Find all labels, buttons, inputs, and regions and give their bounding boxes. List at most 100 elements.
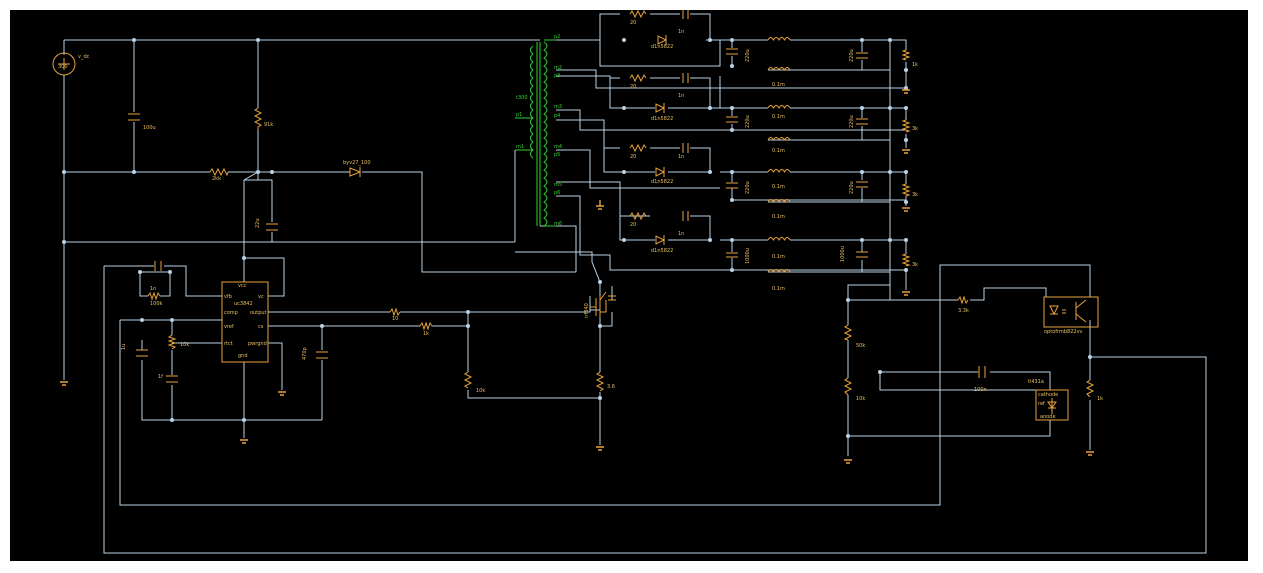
ic-uc3842[interactable]	[221, 281, 269, 363]
inductor-2[interactable]	[767, 67, 791, 72]
inductor-5[interactable]	[767, 169, 791, 174]
snubber-resistor-2[interactable]	[629, 73, 647, 83]
xfmr-pin-p6: p6	[554, 190, 560, 196]
xfmr-pin-p4: p4	[554, 113, 560, 119]
inductor-8[interactable]	[767, 269, 791, 274]
resistor-cs-filter[interactable]	[419, 321, 433, 331]
r-load-label-1: 1k	[912, 62, 918, 68]
r-div-bot-label: 10k	[856, 396, 865, 402]
capacitor-out-1[interactable]	[726, 48, 738, 55]
capacitor-cs[interactable]	[316, 351, 328, 359]
diode-out-3[interactable]	[655, 167, 666, 177]
resistor-opto[interactable]	[957, 295, 969, 305]
resistor-div-top[interactable]	[843, 324, 853, 341]
c-out-label-7: 220u	[849, 181, 855, 194]
snubber-resistor-4[interactable]	[629, 211, 647, 221]
tl-ref: ref	[1038, 401, 1045, 407]
snubber-capacitor-3[interactable]	[682, 143, 689, 153]
capacitor-bulk[interactable]	[128, 113, 140, 121]
schematic-canvas[interactable]: v_dc 300 100u 91k 2kk byv27_100 22u vcc …	[10, 10, 1248, 561]
r-bias-label: 2kk	[212, 176, 221, 182]
xfmr-pin-p2: p2	[554, 34, 560, 40]
xfmr-name: t300	[516, 95, 528, 101]
l-out-label-2: 0.1m	[772, 114, 785, 120]
capacitor-tl[interactable]	[978, 366, 986, 378]
mosfet[interactable]	[590, 291, 616, 318]
schematic-svg: v_dc 300 100u 91k 2kk byv27_100 22u vcc …	[52, 10, 1207, 554]
resistor-load-2[interactable]	[901, 119, 911, 133]
capacitor-comp[interactable]	[154, 261, 162, 271]
resistor-bias[interactable]	[209, 167, 229, 177]
capacitor-out-4[interactable]	[726, 252, 738, 258]
snub-r-label-3: 20	[630, 154, 636, 160]
diode-out-2[interactable]	[655, 103, 666, 113]
capacitor-vref[interactable]	[136, 349, 148, 357]
l-out-label-4: 0.1m	[772, 184, 785, 190]
inductor-7[interactable]	[767, 237, 791, 242]
r-sense-label: 3.6	[607, 384, 615, 390]
capacitor-out-2[interactable]	[726, 116, 738, 123]
diode-out-4[interactable]	[655, 235, 666, 245]
c-comp-label: 1n	[150, 286, 156, 292]
snub-r-label-1: 20	[630, 20, 636, 26]
optocoupler[interactable]	[1043, 296, 1099, 328]
resistor-load-1[interactable]	[901, 49, 911, 61]
snubber-resistor-1[interactable]	[629, 10, 647, 19]
c-tl-label: 100n	[974, 387, 987, 393]
tl-cathode: cathode	[1038, 392, 1058, 398]
snubber-capacitor-1[interactable]	[682, 10, 689, 19]
c-out-label-5: 220u	[849, 49, 855, 62]
capacitor-out-8[interactable]	[856, 251, 868, 258]
l-out-label-7: 0.1m	[772, 286, 785, 292]
snubber-capacitor-2[interactable]	[682, 73, 689, 83]
c-vref-label: 1u	[121, 344, 127, 350]
xfmr-pin-p3: p3	[554, 73, 560, 79]
ic-pin-vfb: vfb	[224, 294, 232, 300]
voltage-source[interactable]	[52, 52, 76, 76]
ic-pin-rtct: rtct	[224, 341, 233, 347]
r-pull-label: 1k	[1097, 396, 1103, 402]
ic-pin-vc: vc	[258, 294, 264, 300]
tl431-label: tl431a	[1028, 379, 1044, 385]
snubber-resistor-3[interactable]	[629, 143, 647, 153]
resistor-sense[interactable]	[595, 371, 605, 392]
capacitor-out-5[interactable]	[856, 52, 868, 59]
ic-pin-output: output	[250, 310, 267, 316]
transformer[interactable]	[515, 39, 556, 227]
resistor-gate-pd[interactable]	[463, 371, 473, 389]
inductor-4[interactable]	[767, 137, 791, 142]
ground-symbols	[60, 89, 1094, 464]
tl431[interactable]	[1035, 389, 1069, 421]
resistor-comp[interactable]	[147, 291, 161, 301]
c-out-label-2: 220u	[745, 115, 751, 128]
capacitor-vcc[interactable]	[266, 223, 278, 231]
inductor-3[interactable]	[767, 105, 791, 110]
snub-c-label-3: 1n	[678, 154, 684, 160]
inductor-6[interactable]	[767, 199, 791, 204]
diode-out-1[interactable]	[657, 35, 668, 45]
capacitor-out-6[interactable]	[856, 118, 868, 125]
r-gate-label: 10	[392, 316, 398, 322]
capacitor-out-3[interactable]	[726, 182, 738, 189]
resistor-gate[interactable]	[389, 307, 401, 317]
resistor-div-bot[interactable]	[843, 377, 853, 396]
xfmr-pin-m4: m4	[554, 144, 562, 150]
diode-aux[interactable]	[349, 167, 362, 177]
diode-out-label-3: d1n5822	[651, 179, 673, 185]
resistor-load-4[interactable]	[901, 253, 911, 267]
resistor-load-3[interactable]	[901, 183, 911, 197]
r-gate-pd-label: 10k	[476, 388, 485, 394]
l-out-label-6: 0.1m	[772, 254, 785, 260]
resistor-start[interactable]	[253, 107, 263, 130]
mosfet-label: irf840	[584, 303, 590, 318]
r-load-label-2: 3k	[912, 126, 918, 132]
capacitor-out-7[interactable]	[856, 181, 868, 188]
snubber-capacitor-4[interactable]	[682, 211, 689, 221]
capacitor-ct[interactable]	[166, 375, 178, 383]
inductor-1[interactable]	[767, 37, 791, 42]
diode-out-label-4: d1n5822	[651, 248, 673, 254]
resistor-pull[interactable]	[1085, 379, 1095, 398]
resistor-rt[interactable]	[167, 334, 177, 350]
opto-label: optofrmb822vv	[1044, 329, 1083, 335]
ic-pin-cs: cs	[258, 324, 264, 330]
